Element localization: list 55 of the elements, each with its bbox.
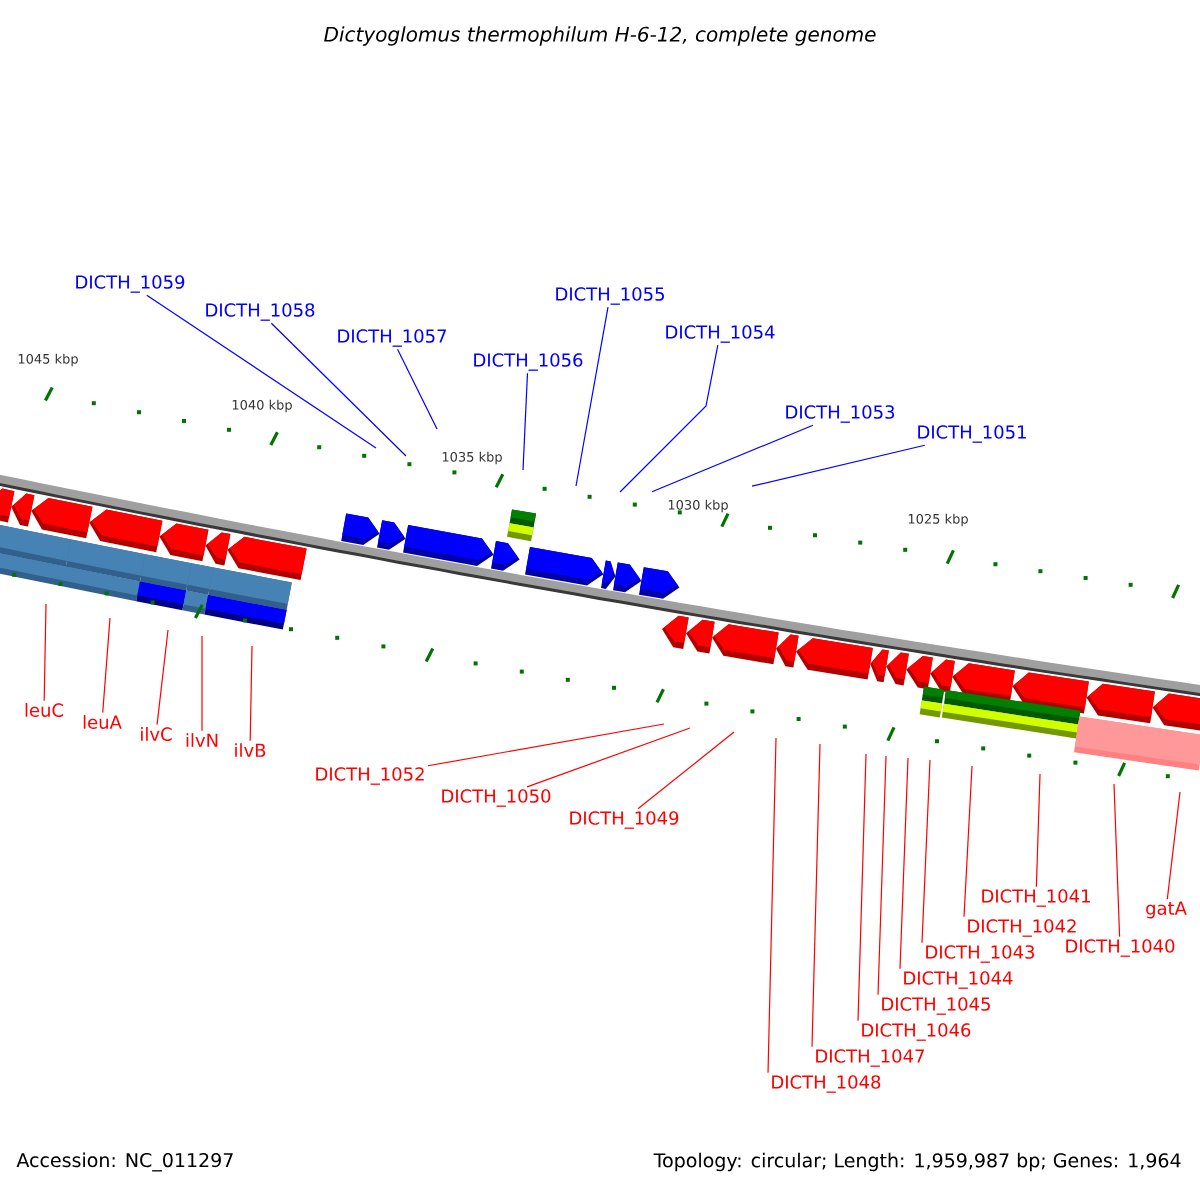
leader-line [156, 629, 169, 726]
leader-line [249, 645, 253, 742]
gene-label: leuA [83, 715, 122, 729]
gene-label: DICTH_1051 [918, 425, 1026, 443]
gene-label: ilvC [141, 727, 172, 741]
gene-label: DICTH_1043 [926, 945, 1035, 963]
leader-line [921, 759, 931, 944]
leader-line [877, 755, 887, 996]
gene-label: DICTH_1050 [442, 789, 551, 807]
gene-label: DICTH_1053 [786, 405, 895, 423]
gene-label: DICTH_1055 [556, 287, 664, 305]
leader-line [637, 731, 735, 810]
leader-line [526, 727, 691, 788]
leader-line [270, 322, 407, 457]
gene-label: DICTH_1056 [474, 353, 583, 371]
leader-line [1166, 791, 1181, 900]
leader-line [619, 344, 719, 493]
gene-label: DICTH_1049 [570, 811, 679, 829]
gene-label: DICTH_1046 [862, 1023, 971, 1041]
title: Dictyoglomus thermophilum H-6-12, complete genome [324, 26, 876, 46]
leader-line [857, 753, 867, 1022]
leader-line [201, 635, 203, 732]
leader-line [522, 372, 529, 471]
leader-line [43, 603, 47, 702]
gene-label: DICTH_1057 [338, 329, 446, 347]
leader-line [811, 743, 821, 1048]
gene-label: DICTH_1052 [316, 767, 424, 785]
gene-label: gatA [1146, 901, 1187, 919]
leader-line [767, 737, 777, 1074]
gene-label: ilvB [235, 743, 266, 757]
leader-line [575, 306, 609, 487]
gene-label: DICTH_1041 [982, 889, 1090, 907]
leader-line [1113, 783, 1121, 938]
gene-label: DICTH_1045 [882, 997, 990, 1015]
accession-text: Accession: NC_011297 [16, 1152, 233, 1172]
gene-label: DICTH_1058 [206, 303, 315, 321]
leader-line [427, 723, 665, 767]
gene-label: DICTH_1054 [666, 325, 775, 343]
leader-line [1035, 773, 1041, 888]
gene-label: DICTH_1047 [816, 1049, 924, 1067]
gene-label: DICTH_1042 [968, 919, 1076, 937]
genome-summary-text: Topology: circular; Length: 1,959,987 bp; Genes: 1,964 [653, 1152, 1181, 1172]
gene-label: DICTH_1059 [76, 275, 185, 293]
leader-line [899, 757, 909, 970]
gene-label: DICTH_1048 [772, 1075, 881, 1093]
gene-label: DICTH_1044 [904, 971, 1013, 989]
gene-label: leuC [25, 703, 64, 717]
leader-line [751, 444, 926, 487]
leader-line [963, 765, 973, 918]
gene-label: DICTH_1040 [1066, 939, 1175, 957]
leader-line [146, 294, 377, 449]
leader-line [102, 617, 111, 714]
gene-label: ilvN [186, 733, 218, 747]
leader-line [396, 348, 438, 430]
leader-line [651, 424, 814, 493]
